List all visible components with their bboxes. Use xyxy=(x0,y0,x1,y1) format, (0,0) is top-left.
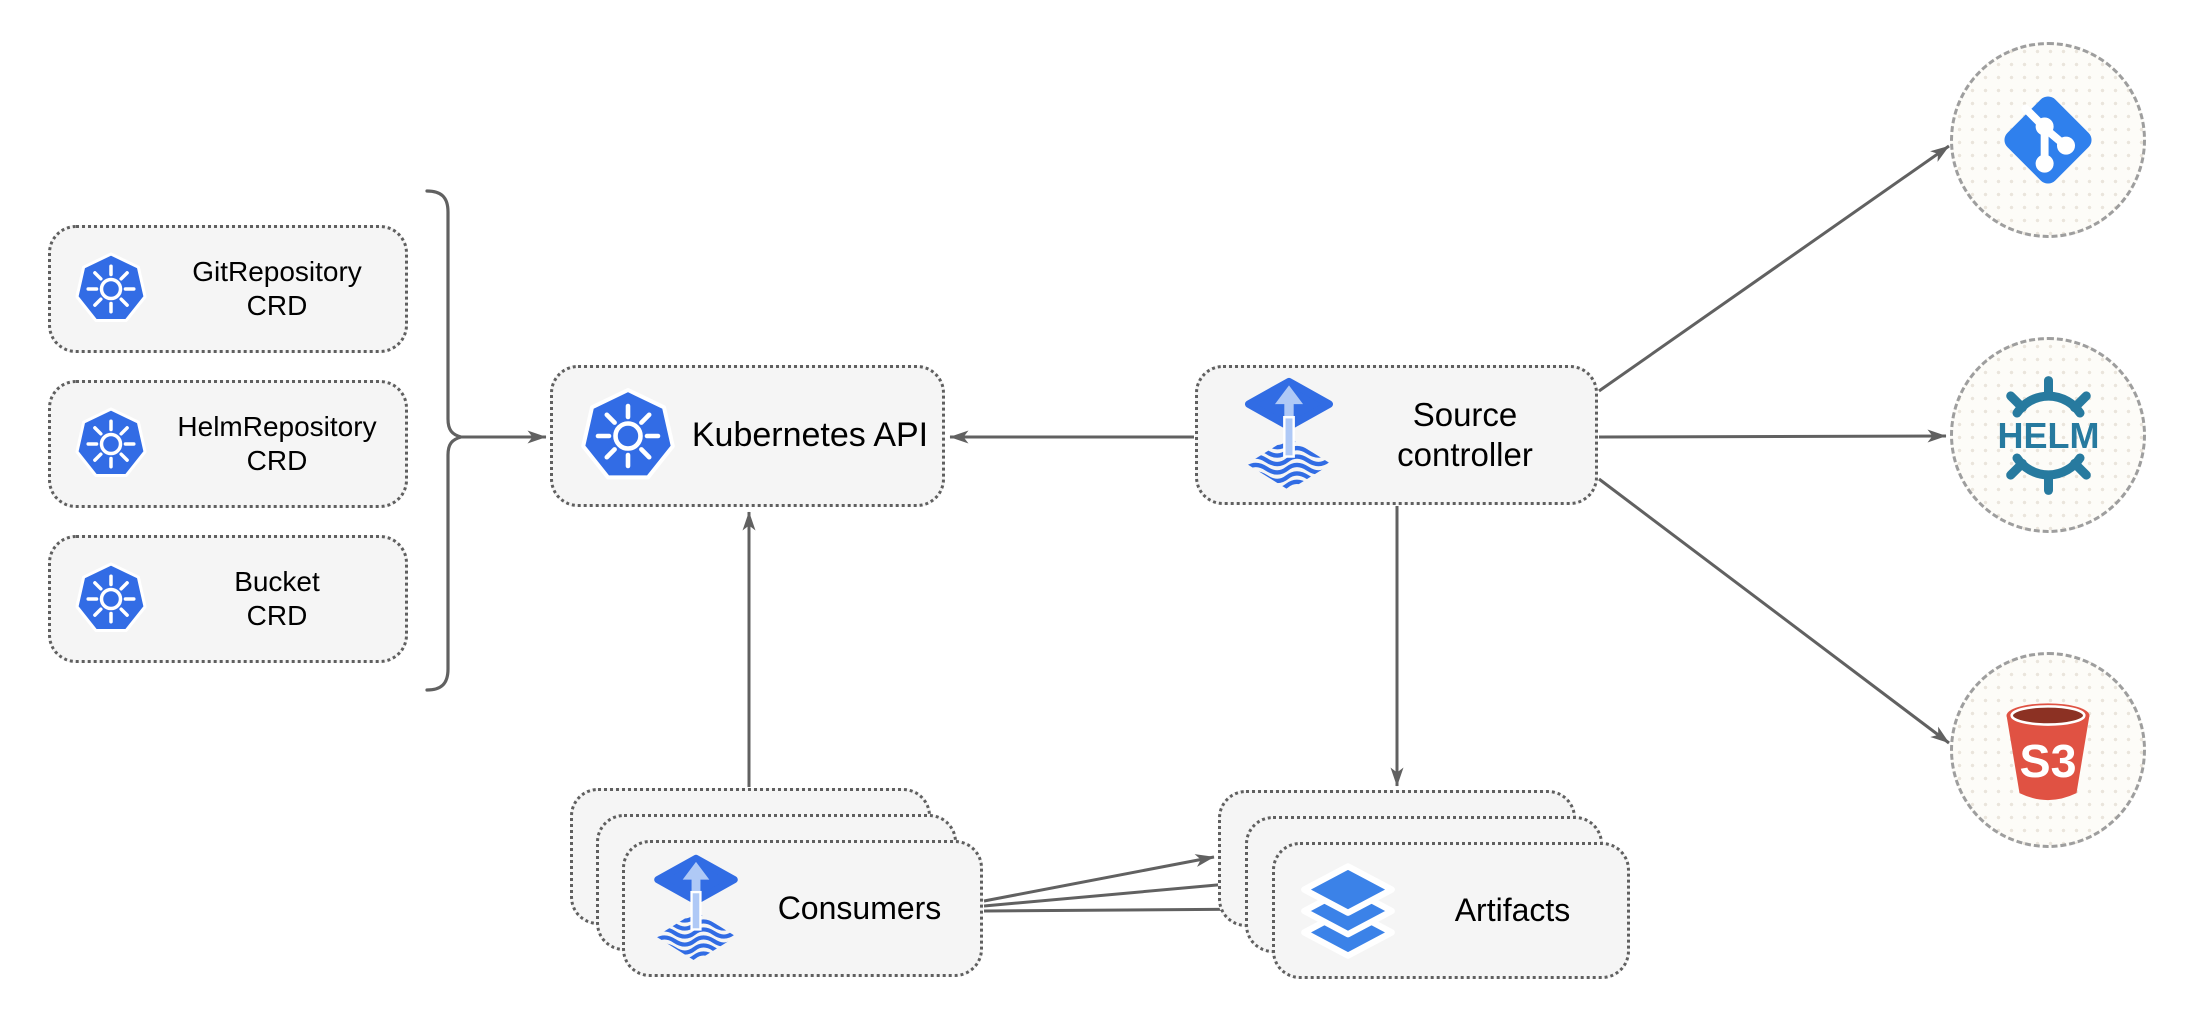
node-helmrepository-crd: HelmRepository CRD xyxy=(48,380,408,508)
s3-text: S3 xyxy=(2019,735,2076,787)
node-label: Consumers xyxy=(777,889,942,926)
node-helm-source: HELM xyxy=(1950,337,2146,533)
kubernetes-icon xyxy=(75,562,147,632)
kubernetes-icon xyxy=(581,388,675,480)
s3-bucket-icon: S3 xyxy=(2006,703,2090,801)
node-artifacts: Artifacts xyxy=(1272,842,1630,979)
node-label: Bucket CRD xyxy=(234,565,320,631)
crd-group-bracket xyxy=(425,189,467,692)
edge-consumers-to-artifacts-2 xyxy=(983,878,1240,908)
node-label: GitRepository CRD xyxy=(192,255,362,321)
node-bucket-crd: Bucket CRD xyxy=(48,535,408,663)
node-source-controller: Source controller xyxy=(1195,365,1598,505)
edge-source-controller-to-s3 xyxy=(1598,477,1950,745)
node-s3-source: S3 xyxy=(1950,652,2146,848)
layers-icon xyxy=(1301,862,1395,959)
flux-icon xyxy=(654,854,738,961)
flux-icon xyxy=(1244,377,1334,491)
git-branch-icon xyxy=(2004,96,2092,184)
helm-wheel-icon: HELM xyxy=(1997,375,2099,495)
kubernetes-icon xyxy=(75,252,147,322)
edge-source-controller-to-git xyxy=(1598,144,1950,393)
node-label: Kubernetes API xyxy=(691,416,929,455)
edge-consumers-to-artifacts-1 xyxy=(983,854,1215,903)
node-gitrepository-crd: GitRepository CRD xyxy=(48,225,408,353)
node-label: HelmRepository CRD xyxy=(177,410,377,476)
node-label: Source controller xyxy=(1397,395,1533,473)
edge-source-controller-to-helm xyxy=(1598,429,1947,443)
node-label: Artifacts xyxy=(1454,891,1571,928)
kubernetes-icon xyxy=(75,407,147,477)
node-consumers: Consumers xyxy=(622,840,983,977)
helm-text: HELM xyxy=(1997,415,2099,456)
node-git-source xyxy=(1950,42,2146,238)
node-kubernetes-api: Kubernetes API xyxy=(550,365,945,507)
